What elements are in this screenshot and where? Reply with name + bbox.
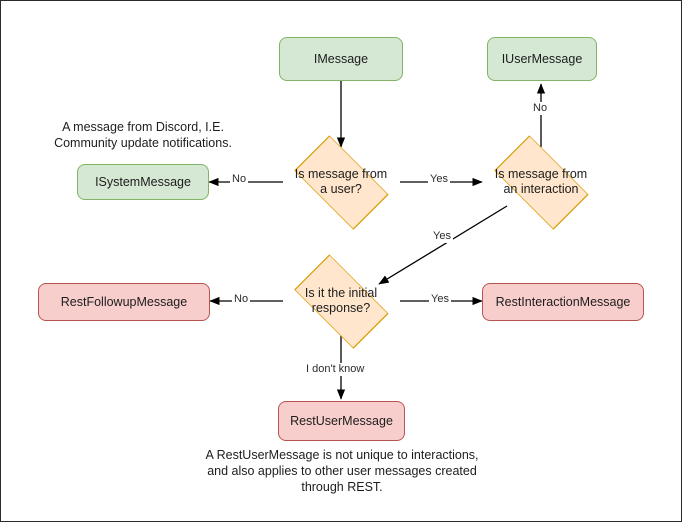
node-question-is-message-from-a-user[interactable]: Is message from a user?	[282, 135, 400, 230]
node-imessage[interactable]: IMessage	[279, 37, 403, 81]
edge-label-from-interaction-no: No	[531, 102, 550, 115]
edge-label-initial-response-no: No	[232, 293, 251, 306]
note-isystemmessage-line-2: Community update notifications.	[54, 136, 232, 150]
edge-label-initial-response-unknown: I don't know	[304, 363, 367, 376]
node-question-is-it-the-initial-response-label: Is it the initial response?	[282, 266, 400, 336]
note-restusermessage-line-3: through REST.	[301, 480, 383, 494]
node-imessage-label: IMessage	[313, 51, 369, 66]
note-restusermessage-line-2: and also applies to other user messages …	[207, 464, 477, 478]
node-question-is-it-the-initial-response[interactable]: Is it the initial response?	[282, 254, 400, 349]
label-line-2: an interaction	[503, 182, 579, 196]
node-question-is-message-from-an-interaction-label: Is message from an interaction	[482, 147, 600, 217]
note-isystemmessage-line-1: A message from Discord, I.E.	[62, 120, 224, 134]
node-question-is-message-from-a-user-label: Is message from a user?	[282, 147, 400, 217]
node-restinteractionmessage-label: RestInteractionMessage	[495, 294, 631, 309]
note-restusermessage-line-1: A RestUserMessage is not unique to inter…	[205, 448, 479, 462]
label-line-2: response?	[311, 301, 371, 315]
node-iusermessage[interactable]: IUserMessage	[487, 37, 597, 81]
label-line-1: Is it the initial	[304, 286, 378, 300]
note-restusermessage: A RestUserMessage is not unique to inter…	[162, 447, 522, 495]
node-iusermessage-label: IUserMessage	[501, 51, 583, 66]
edge-from-interaction-yes-to-initial-response	[378, 205, 508, 285]
label-line-2: a user?	[320, 182, 362, 196]
node-isystemmessage[interactable]: ISystemMessage	[77, 164, 209, 200]
label-line-1: Is message from	[294, 167, 388, 181]
edge-label-from-user-yes: Yes	[428, 173, 450, 186]
node-restinteractionmessage[interactable]: RestInteractionMessage	[482, 283, 644, 321]
node-restfollowupmessage-label: RestFollowupMessage	[60, 294, 188, 309]
edge-label-from-user-no: No	[230, 173, 249, 186]
edge-label-initial-response-yes: Yes	[429, 293, 451, 306]
node-restusermessage-label: RestUserMessage	[290, 413, 393, 428]
node-restfollowupmessage[interactable]: RestFollowupMessage	[38, 283, 210, 321]
node-restusermessage[interactable]: RestUserMessage	[278, 401, 405, 441]
label-line-1: Is message from	[494, 167, 588, 181]
node-isystemmessage-label: ISystemMessage	[95, 174, 191, 189]
node-question-is-message-from-an-interaction[interactable]: Is message from an interaction	[482, 135, 600, 230]
edge-label-from-interaction-yes: Yes	[431, 230, 453, 243]
note-isystemmessage: A message from Discord, I.E. Community u…	[43, 119, 243, 151]
